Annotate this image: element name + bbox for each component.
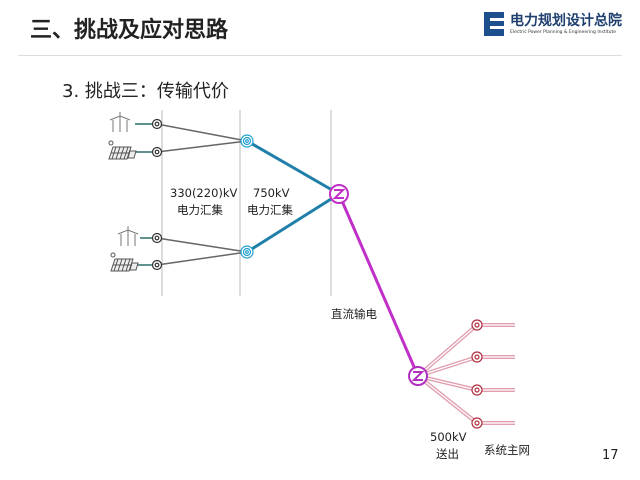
solar-panel-icon [108,140,137,160]
header-divider [18,55,622,56]
slide-title: 三、挑战及应对思路 [30,18,229,43]
750kv-lines [246,139,340,254]
logo-name-en: Electric Power Planning & Engineering In… [510,30,617,35]
logo-name-cn: 电力规划设计总院 [510,13,622,29]
label-500kv-send: 送出 [436,447,459,461]
500kv-lines [416,323,515,425]
dc-line [337,193,420,377]
label-main-grid: 系统主网 [484,443,530,457]
750kv-substation-nodes [240,134,254,259]
grid-nodes [471,319,483,429]
label-330kv: 330(220)kV [170,186,238,200]
wind-turbine-icon [109,112,131,132]
label-330kv-collect: 电力汇集 [177,203,223,217]
converter-station-icon [329,184,349,204]
label-750kv: 750kV [253,186,290,200]
collector-lines [156,123,248,266]
wind-turbine-icon [117,226,139,246]
label-750kv-collect: 电力汇集 [247,203,293,217]
collector-nodes [151,118,163,271]
source-lines [133,123,152,266]
label-500kv: 500kV [430,430,467,444]
converter-station-icon [408,366,428,386]
solar-panel-icon [110,252,139,272]
slide-subtitle: 3. 挑战三：传输代价 [62,81,229,102]
page-number: 17 [602,448,619,463]
institute-logo: 电力规划设计总院 Electric Power Planning & Engin… [484,10,634,40]
label-dc-transmission: 直流输电 [331,307,377,321]
logo-mark-icon [484,12,504,36]
